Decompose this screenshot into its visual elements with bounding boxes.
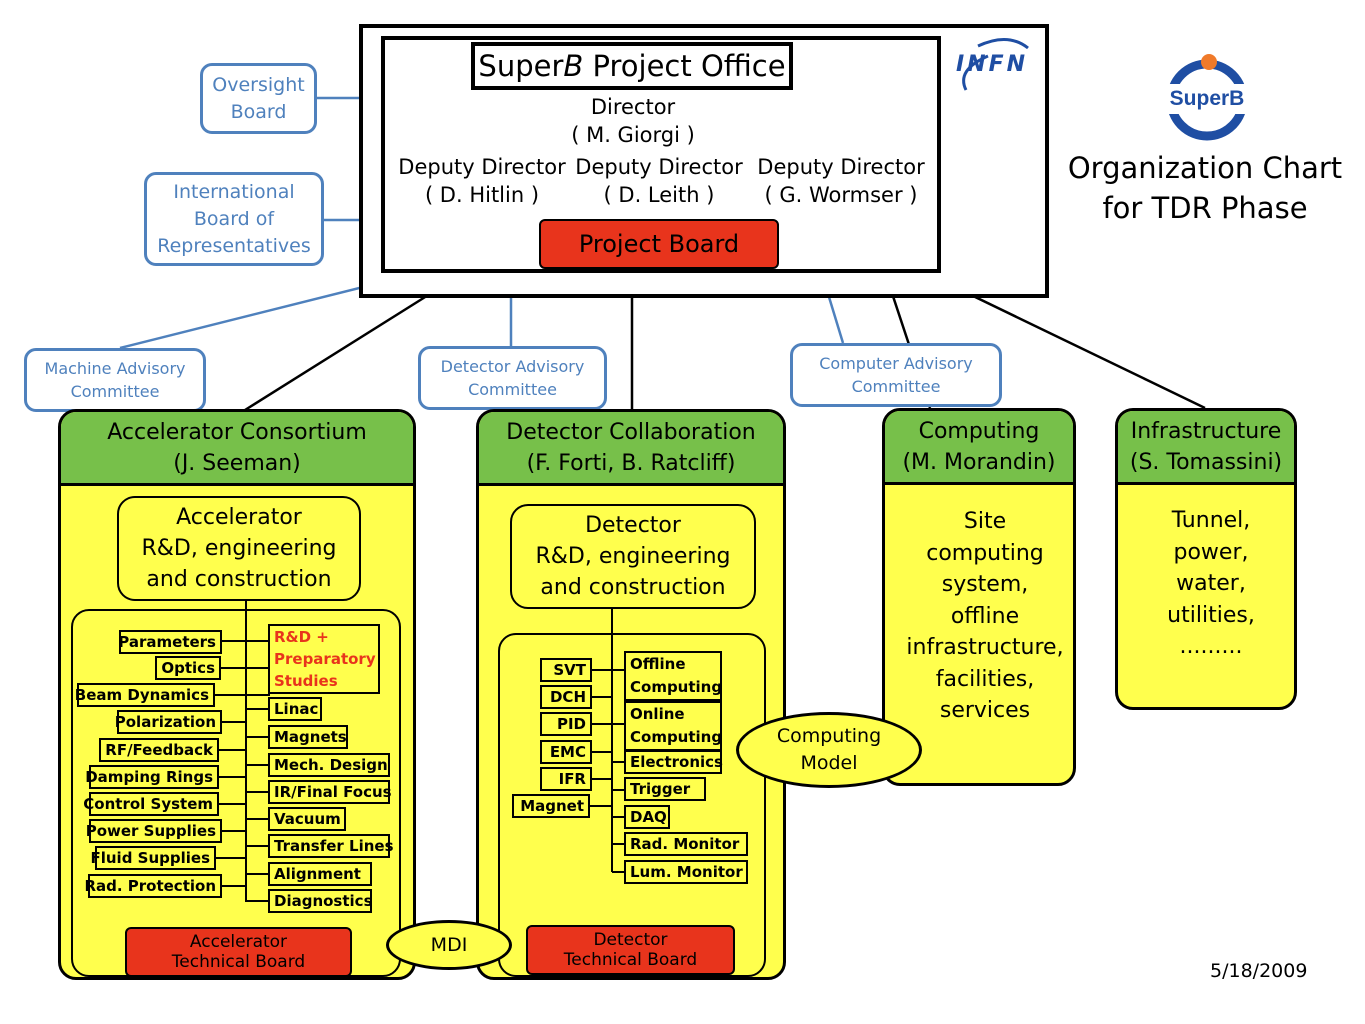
det-item-offline-computing: Offline Computing (624, 651, 722, 701)
acc-item-linac: Linac (268, 697, 322, 721)
acc-item-optics: Optics (155, 656, 221, 680)
computing-model-ellipse: Computing Model (736, 712, 922, 788)
acc-item-polarization: Polarization (115, 710, 222, 734)
infn-logo-icon (962, 38, 1029, 91)
infn-logo: INFN (948, 30, 1033, 102)
acc-item-power-supplies: Power Supplies (86, 819, 222, 843)
director-name: ( M. Giorgi ) (571, 123, 695, 147)
computing-header: Computing (M. Morandin) (885, 411, 1073, 485)
superb-logo-text: SuperB (1154, 84, 1260, 114)
infn-logo-text: INFN (956, 52, 1029, 77)
accelerator-header: Accelerator Consortium (J. Seeman) (61, 412, 413, 486)
det-item-electronics: Electronics (624, 750, 723, 774)
det-item-svt: SVT (540, 658, 592, 682)
acc-item-beam-dynamics: Beam Dynamics (75, 683, 215, 707)
acc-item-alignment: Alignment (268, 862, 372, 886)
detector-header: Detector Collaboration (F. Forti, B. Rat… (479, 412, 783, 486)
computing-body: Site computing system, offline infrastru… (906, 509, 1064, 724)
acc-item-parameters: Parameters (118, 630, 222, 654)
international-board: International Board of Representatives (144, 172, 324, 266)
project-board: Project Board (539, 219, 779, 269)
det-item-pid: PID (540, 712, 592, 736)
det-item-ifr: IFR (540, 767, 592, 791)
deputy-director-2: Deputy Director ( D. Leith ) (575, 155, 743, 207)
acc-item-diagnostics: Diagnostics (268, 889, 373, 913)
det-item-online-computing: Online Computing (624, 701, 722, 751)
detector-advisory-committee: Detector Advisory Committee (418, 346, 607, 410)
detector-rd-box: Detector R&D, engineering and constructi… (510, 504, 756, 609)
det-item-magnet: Magnet (512, 794, 590, 818)
acc-item-rf-feedback: RF/Feedback (99, 738, 219, 762)
det-item-trigger: Trigger (624, 777, 706, 801)
project-office-title: SuperB Project Office (471, 42, 793, 90)
acc-item-damping-rings: Damping Rings (85, 765, 219, 789)
acc-item-fluid-supplies: Fluid Supplies (90, 846, 216, 870)
deputy-director-1: Deputy Director ( D. Hitlin ) (398, 155, 566, 207)
oversight-board: Oversight Board (200, 63, 317, 134)
infrastructure-body: Tunnel, power, water, utilities, .......… (1167, 508, 1255, 660)
acc-item-ir-final-focus: IR/Final Focus (268, 780, 392, 804)
detector-technical-board: Detector Technical Board (526, 925, 735, 975)
det-item-lum-monitor: Lum. Monitor (624, 860, 748, 884)
acc-item-rad-protection: Rad. Protection (84, 874, 222, 898)
infrastructure-header: Infrastructure (S. Tomassini) (1118, 411, 1294, 485)
deputy-director-3: Deputy Director ( G. Wormser ) (757, 155, 925, 207)
superb-logo: SuperB (1154, 50, 1260, 150)
accelerator-technical-board: Accelerator Technical Board (125, 927, 352, 977)
acc-item-transfer-lines: Transfer Lines (268, 834, 394, 858)
acc-item-mech-design: Mech. Design (268, 753, 390, 777)
acc-item-magnets: Magnets (268, 725, 348, 749)
det-item-emc: EMC (540, 740, 592, 764)
director-title: Director (590, 95, 676, 119)
director: Director ( M. Giorgi ) (520, 92, 746, 150)
acc-item-control-system: Control System (83, 792, 219, 816)
org-chart-title: Organization Chart for TDR Phase (1067, 151, 1343, 225)
date-label: 5/18/2009 (1210, 960, 1308, 982)
det-item-daq: DAQ (624, 805, 670, 829)
det-item-rad-monitor: Rad. Monitor (624, 832, 748, 856)
acc-rd-preparatory-studies: R&D + Preparatory Studies (268, 624, 380, 694)
mdi-ellipse: MDI (386, 920, 512, 970)
det-item-dch: DCH (540, 685, 592, 709)
accelerator-rd-box: Accelerator R&D, engineering and constru… (117, 496, 361, 601)
computer-advisory-committee: Computer Advisory Committee (790, 343, 1002, 407)
acc-item-vacuum: Vacuum (268, 807, 346, 831)
